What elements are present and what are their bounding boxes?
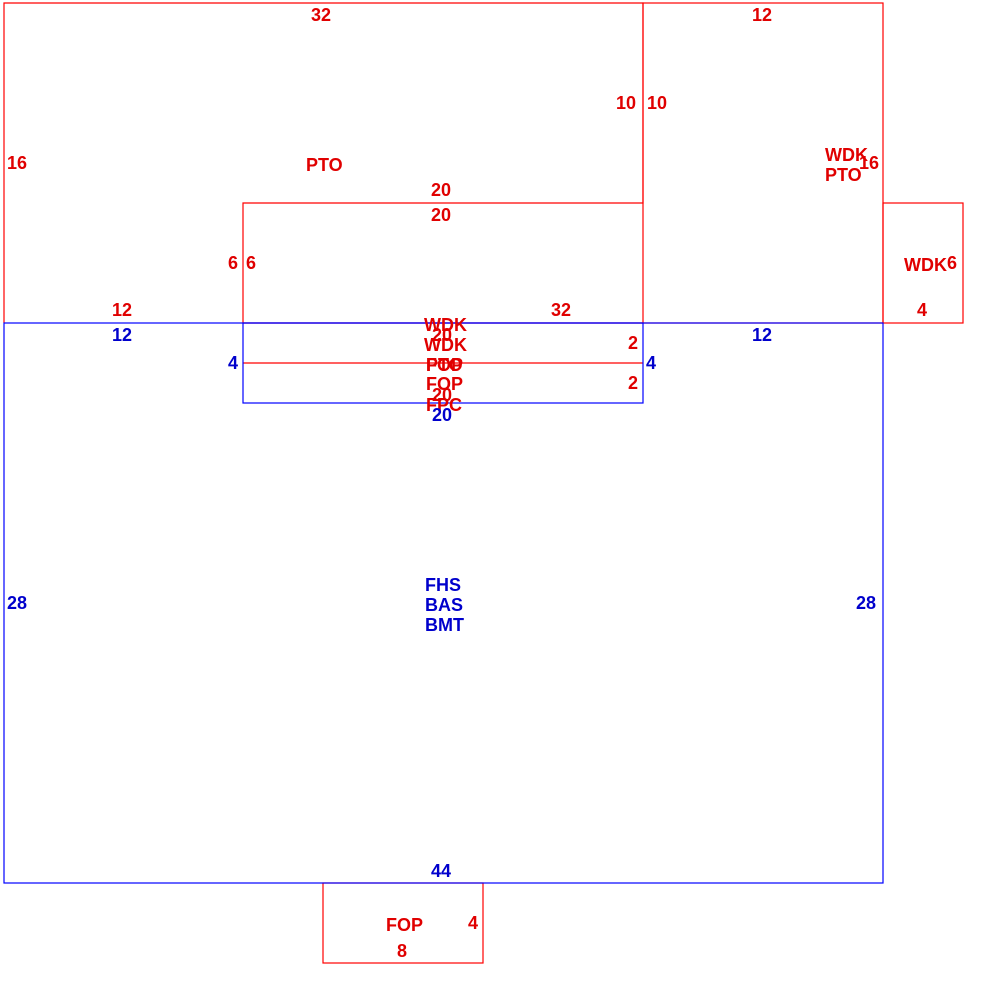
dim-pto-top: 32 [311,5,331,25]
area-label-wdk: WDK [825,145,868,165]
area-label-fop-bottom: FOP [386,915,423,935]
dim-pto-left: 16 [7,153,27,173]
dim-porch-right: 4 [646,353,656,373]
dim-step-left: 10 [616,93,636,113]
dim-main-top-left: 12 [112,325,132,345]
dim-porch-right-lower: 2 [628,373,638,393]
dim-fop-bottom: 8 [397,941,407,961]
small-deck-outline [882,202,964,324]
dim-pto-bottom-left: 12 [112,300,132,320]
dim-small-bottom: 4 [917,300,927,320]
dim-notch-left-a: 6 [228,253,238,273]
area-label-pto: PTO [306,155,343,175]
dim-small-right: 6 [947,253,957,273]
dim-fop-right: 4 [468,913,478,933]
dim-notch-left-b: 6 [246,253,256,273]
area-label-bas: BAS [425,595,463,615]
dim-step-bottom: 20 [431,205,451,225]
dim-step-top: 20 [431,180,451,200]
dim-porch-bottom-red: 20 [432,385,452,405]
area-label-pto-stack: PTO [426,355,463,375]
dim-main-left: 28 [7,593,27,613]
area-label-wdk-small: WDK [904,255,947,275]
area-label-fpc-stack: FPC [426,395,462,415]
dim-wdk-top: 12 [752,5,772,25]
area-label-bmt: BMT [425,615,464,635]
area-label-fop-stack-1: FOP [426,355,463,375]
area-label-wdk-stack-1: WDK [424,315,467,335]
area-label-fhs: FHS [425,575,461,595]
dim-main-bottom: 44 [431,861,451,881]
dim-wdk-right: 16 [859,153,879,173]
dim-step-right: 10 [647,93,667,113]
area-label-wdk-stack-2: WDK [424,335,467,355]
area-label-pto-right: PTO [825,165,862,185]
dim-main-top-right: 12 [752,325,772,345]
dim-porch-left: 4 [228,353,238,373]
dim-porch-right-upper: 2 [628,333,638,353]
dim-pto-bottom-mid: 32 [551,300,571,320]
dim-porch-bottom: 20 [432,405,452,425]
area-label-fop-stack-2: FOP [426,374,463,394]
porch-outline [242,322,644,404]
dim-porch-top: 20 [432,325,452,345]
dim-main-right: 28 [856,593,876,613]
